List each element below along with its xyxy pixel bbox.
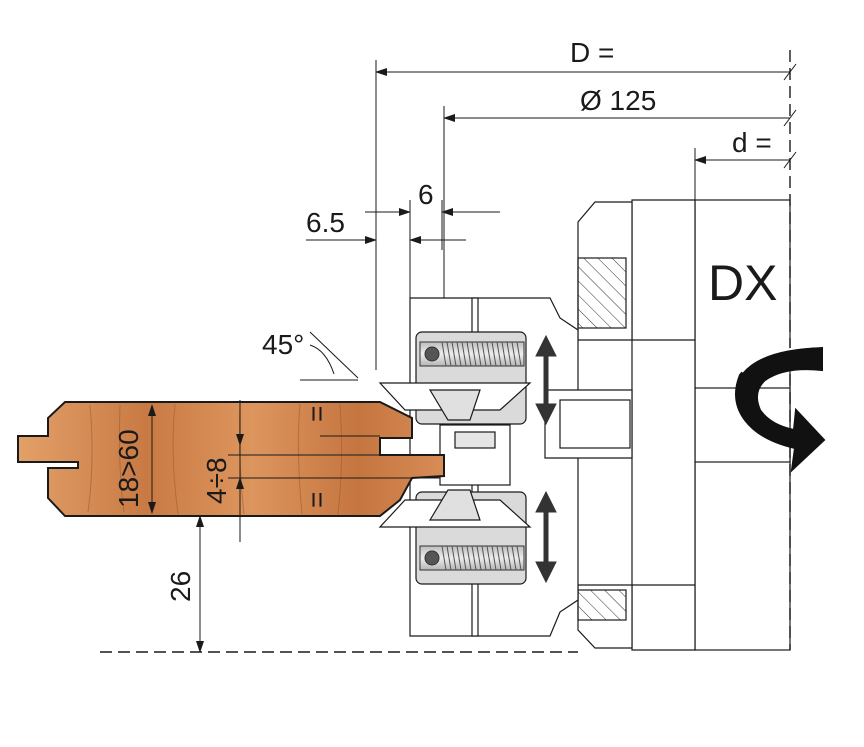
screw-thread	[451, 341, 457, 367]
screw-thread	[491, 341, 497, 367]
screw-thread	[471, 341, 477, 367]
board-profile	[17, 401, 445, 517]
dim-height-label: 26	[165, 571, 196, 602]
rotation-arrow-icon	[735, 345, 826, 473]
screw-thread	[471, 545, 477, 571]
dim-tongue-label: 4÷8	[201, 457, 232, 504]
board-dimensions	[148, 400, 440, 653]
screw-thread	[496, 545, 502, 571]
adjust-arrows	[535, 334, 557, 584]
dim-angle-label: 45°	[262, 329, 304, 360]
screw-thread	[481, 545, 487, 571]
screw-thread	[506, 341, 512, 367]
dim-D-label: D =	[570, 37, 614, 68]
dim-bore-label: Ø 125	[580, 85, 656, 116]
equal-mark-top: =	[301, 406, 332, 422]
screw-thread	[476, 545, 482, 571]
screw-thread	[446, 545, 452, 571]
screw-thread	[481, 341, 487, 367]
rotation-direction-label: DX	[708, 255, 777, 311]
screw-thread	[496, 341, 502, 367]
screw-thread	[486, 341, 492, 367]
adjustment-screws	[419, 341, 525, 571]
screw-thread	[511, 545, 517, 571]
equal-mark-bottom: =	[301, 492, 332, 508]
screw-thread	[491, 545, 497, 571]
screw-thread	[476, 341, 482, 367]
screw-thread	[446, 341, 452, 367]
screw-thread	[441, 545, 447, 571]
screw-thread	[456, 341, 462, 367]
screw-thread	[441, 341, 447, 367]
screw-thread	[511, 341, 517, 367]
dim-d-label: d =	[732, 127, 772, 158]
dim-6-label: 6	[418, 179, 434, 210]
screw-thread	[456, 545, 462, 571]
screw-thread	[466, 545, 472, 571]
screw-thread	[501, 341, 507, 367]
screw-thread	[516, 545, 522, 571]
screw-thread	[501, 545, 507, 571]
dim-thickness-label: 18>60	[113, 429, 144, 508]
screw-thread	[516, 341, 522, 367]
spindle-body	[577, 199, 791, 651]
screw-thread	[466, 341, 472, 367]
screw-thread	[461, 545, 467, 571]
screw-thread	[506, 545, 512, 571]
dimension-lines	[300, 60, 797, 381]
dim-6-5-label: 6.5	[306, 207, 345, 238]
screw-thread	[486, 545, 492, 571]
screw-thread	[451, 545, 457, 571]
screw-thread	[461, 341, 467, 367]
